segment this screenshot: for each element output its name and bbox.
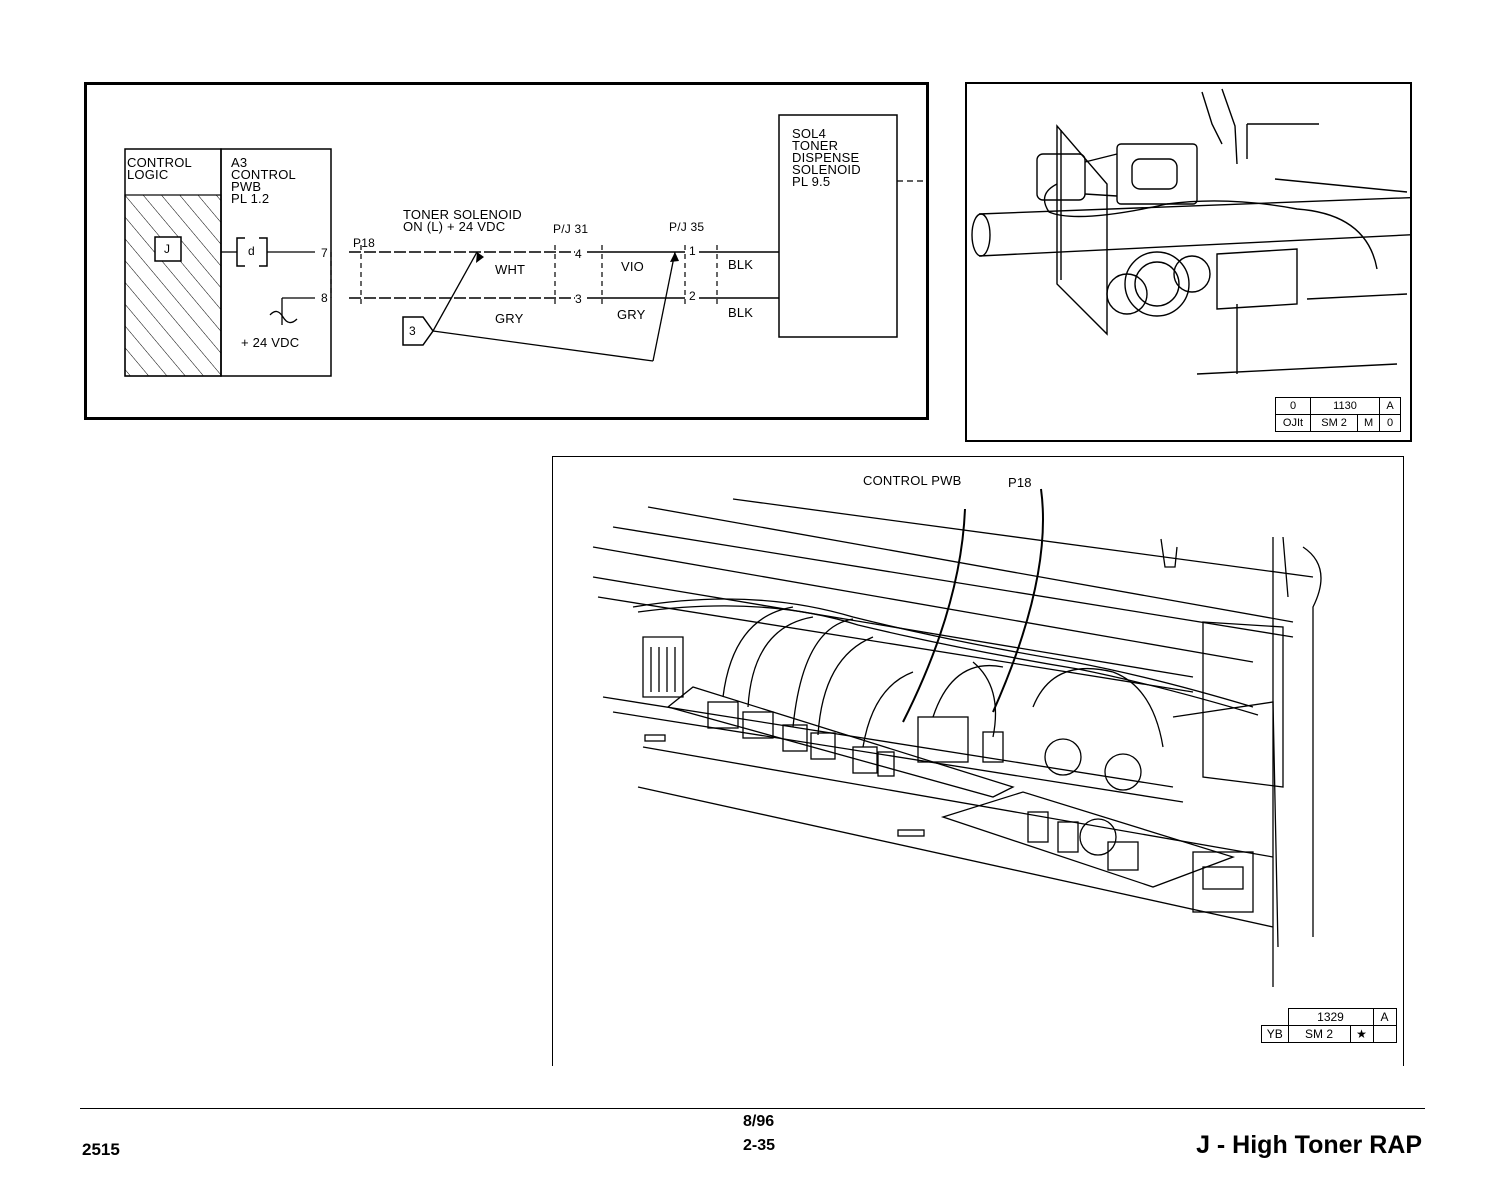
footer-divider [80, 1108, 1425, 1109]
solenoid-illustration [967, 84, 1410, 440]
supply-label: + 24 VDC [241, 337, 299, 349]
control-pwb-illustration [553, 457, 1402, 1065]
title-cell: SM 2 [1288, 1026, 1350, 1043]
wire-blk-2-label: BLK [728, 307, 753, 319]
connector-j-label: J [164, 243, 170, 255]
pj31-label: P/J 31 [553, 223, 588, 235]
title-cell: 1329 [1288, 1009, 1373, 1026]
page-title: J - High Toner RAP [1196, 1131, 1422, 1160]
revision-date: 8/96 [743, 1113, 774, 1131]
sol4-label: SOL4 TONER DISPENSE SOLENOID PL 9.5 [792, 128, 861, 188]
title-cell: 0 [1276, 398, 1311, 415]
title-cell: M [1358, 415, 1380, 432]
illustration-title-block-1130: 0 1130 A OJIt SM 2 M 0 [1275, 397, 1401, 432]
title-cell: OJIt [1276, 415, 1311, 432]
title-cell: 1130 [1311, 398, 1380, 415]
flag-3-label: 3 [409, 325, 416, 337]
pin-4-label: 4 [575, 248, 582, 260]
wire-gry-2-label: GRY [617, 309, 646, 321]
title-cell [1373, 1026, 1396, 1043]
title-cell: A [1373, 1009, 1396, 1026]
toner-solenoid-signal-label: TONER SOLENOID ON (L) + 24 VDC [403, 209, 522, 233]
wire-blk-label: BLK [728, 259, 753, 271]
title-cell: 0 [1380, 415, 1401, 432]
star-icon: ★ [1350, 1026, 1373, 1043]
pin-7-label: 7 [321, 247, 328, 259]
wire-gry-label: GRY [495, 313, 524, 325]
pin-3-label: 3 [575, 293, 582, 305]
wire-vio-label: VIO [621, 261, 644, 273]
title-cell: A [1380, 398, 1401, 415]
control-pwb-label: A3 CONTROL PWB PL 1.2 [231, 157, 296, 205]
pin-8-label: 8 [321, 292, 328, 304]
pj35-label: P/J 35 [669, 221, 704, 233]
connector-d-label: d [248, 245, 255, 257]
control-pwb-callout: CONTROL PWB [863, 475, 962, 487]
schematic-panel: CONTROL LOGIC A3 CONTROL PWB PL 1.2 J d … [84, 82, 929, 420]
control-pwb-illustration-panel: CONTROL PWB P18 1329 A YB SM 2 ★ [552, 456, 1404, 1066]
page-number: 2-35 [743, 1137, 775, 1155]
wire-wht-label: WHT [495, 264, 525, 276]
solenoid-illustration-panel: 0 1130 A OJIt SM 2 M 0 [965, 82, 1412, 442]
title-cell: SM 2 [1311, 415, 1358, 432]
pin-2-label: 2 [689, 290, 696, 302]
pin-1-label: 1 [689, 245, 696, 257]
illustration-title-block-1329: 1329 A YB SM 2 ★ [1261, 1008, 1397, 1043]
p18-callout: P18 [1008, 477, 1032, 489]
doc-number: 2515 [82, 1140, 120, 1160]
title-cell: YB [1262, 1026, 1289, 1043]
control-logic-label: CONTROL LOGIC [127, 157, 192, 181]
p18-label: P18 [353, 237, 375, 249]
